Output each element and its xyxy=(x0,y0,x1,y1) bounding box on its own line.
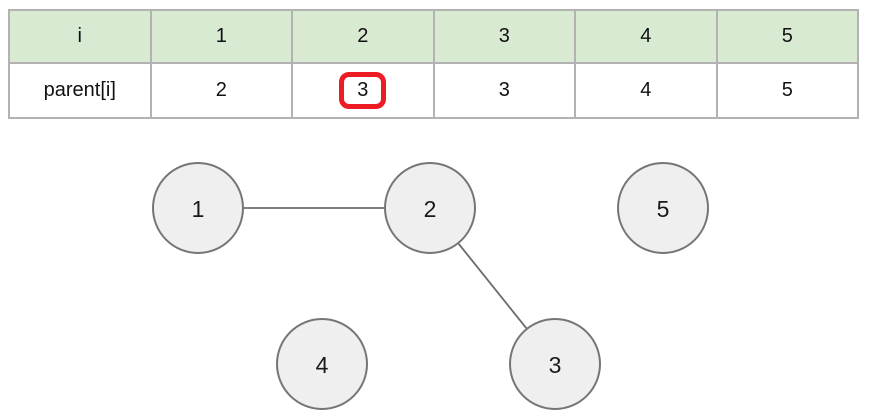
node-3-circle xyxy=(509,318,601,410)
index-row-label: i xyxy=(8,9,152,64)
node-2: 2 xyxy=(384,162,476,254)
index-header-cell: 3 xyxy=(432,9,576,64)
node-1: 1 xyxy=(152,162,244,254)
parent-value-cell: 3 xyxy=(432,62,576,119)
node-4: 4 xyxy=(276,318,368,410)
parent-value-cell: 2 xyxy=(149,62,293,119)
parent-value-cell-highlighted: 3 xyxy=(291,62,435,119)
node-1-circle xyxy=(152,162,244,254)
index-header-cell: 1 xyxy=(149,9,293,64)
node-5: 5 xyxy=(617,162,709,254)
node-2-circle xyxy=(384,162,476,254)
index-header-cell: 2 xyxy=(291,9,435,64)
index-header-cell: 4 xyxy=(574,9,718,64)
parent-value-cell: 4 xyxy=(574,62,718,119)
node-4-circle xyxy=(276,318,368,410)
parent-array-table: i 1 2 3 4 5 parent[i] 2 3 3 4 5 xyxy=(8,9,859,119)
node-4-label: 4 xyxy=(316,352,329,378)
index-header-cell: 5 xyxy=(715,9,859,64)
node-5-label: 5 xyxy=(657,196,670,222)
parent-value-cell: 5 xyxy=(715,62,859,119)
parent-values-row: parent[i] 2 3 3 4 5 xyxy=(8,62,859,119)
node-3-label: 3 xyxy=(549,352,562,378)
node-1-label: 1 xyxy=(192,196,205,222)
red-highlight-box: 3 xyxy=(339,72,387,109)
parent-row-label: parent[i] xyxy=(8,62,152,119)
node-5-circle xyxy=(617,162,709,254)
node-3: 3 xyxy=(509,318,601,410)
index-header-row: i 1 2 3 4 5 xyxy=(8,9,859,64)
node-2-label: 2 xyxy=(424,196,437,222)
